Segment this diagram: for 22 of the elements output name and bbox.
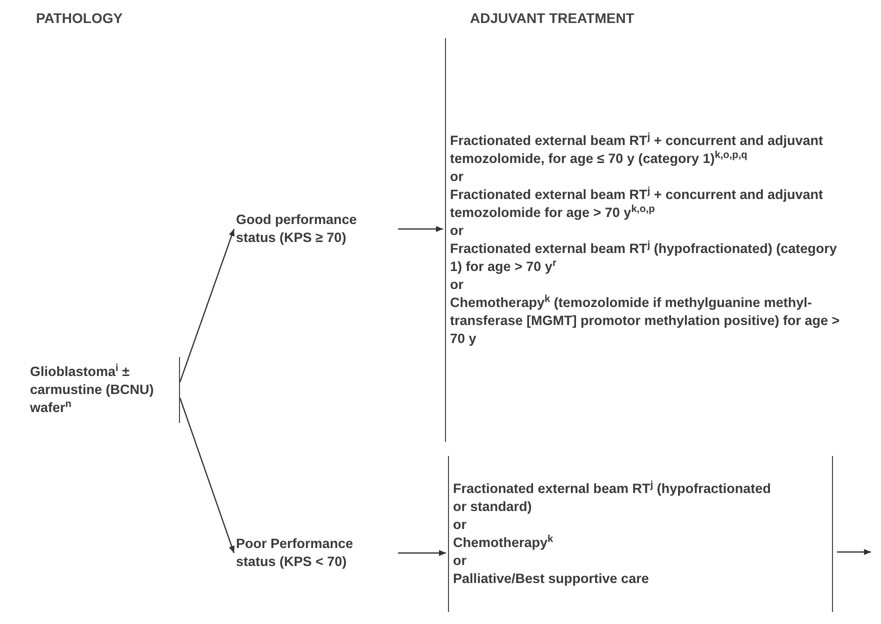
node-text: or: [450, 222, 464, 240]
node-text: or: [453, 516, 468, 534]
node-text: Fractionated external beam RT$^{j}$ (hypofractionated) (category 1) for age > 70 y$^{r}$: [450, 240, 838, 276]
node-text: Good performance status (KPS ≥ 70): [236, 211, 358, 247]
column-heading: PATHOLOGY: [36, 9, 123, 28]
arrow: [179, 398, 235, 554]
column-heading: ADJUVANT TREATMENT: [470, 9, 634, 28]
node-text: Chemotherapy$^{k}$: [453, 534, 554, 552]
node-text: Chemotherapy$^{k}$ (temozolomide if methylguanine methyl-transferase [MGMT] promotor methylation positive) for age > 70 y: [450, 294, 840, 348]
node-text: Fractionated external beam RT$^{j}$ + concurrent and adjuvant temozolomide, for age ≤ 70 y (category 1)$^{k,o,p,q}$: [450, 132, 824, 168]
node-text: Palliative/Best supportive care: [453, 570, 650, 588]
node-text: Fractionated external beam RT$^{j}$ + concurrent and adjuvant temozolomide for age > 70 y$^{k,o,p}$: [450, 186, 824, 222]
node-text: or: [450, 168, 464, 186]
node-text: Fractionated external beam RT$^{j}$ (hypofractionated or standard): [453, 480, 772, 516]
node-text: Poor Performance status (KPS < 70): [236, 535, 354, 571]
node-text: Glioblastoma$^{i}$ ± carmustine (BCNU) wafer$^{n}$: [30, 363, 155, 417]
arrow: [179, 228, 235, 382]
arrow: [837, 549, 871, 555]
arrow: [398, 226, 443, 232]
node-text: or: [453, 552, 468, 570]
arrow: [398, 550, 446, 556]
node-text: or: [450, 276, 464, 294]
